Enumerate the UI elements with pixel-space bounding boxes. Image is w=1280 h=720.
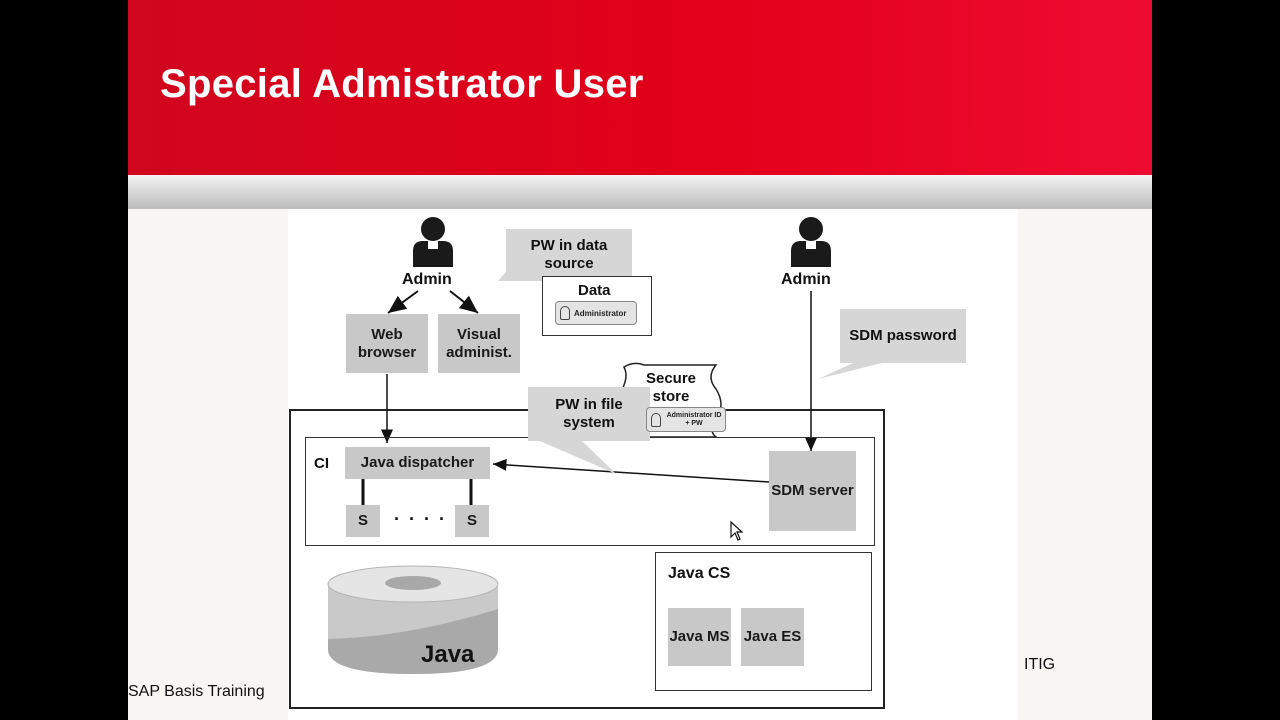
- web-browser-box: Web browser: [346, 314, 428, 373]
- java-ms-box: Java MS: [668, 608, 731, 666]
- footer-left-text: SAP Basis Training: [128, 683, 265, 700]
- mouse-cursor-icon: [730, 520, 744, 541]
- admin-left-label: Admin: [402, 271, 452, 288]
- callout-pw-in-data-source: PW in data source: [506, 229, 632, 281]
- server-ellipsis: · · · ·: [394, 509, 447, 529]
- secure-store-label: Secure store: [645, 370, 697, 405]
- arrow-sdm-to-dispatcher: [492, 458, 770, 483]
- callout-sdm-password: SDM password: [840, 309, 966, 363]
- slide-title: Special Admistrator User: [160, 62, 644, 106]
- arrow-admin-to-web: [387, 290, 419, 314]
- server-box-2: S: [455, 505, 489, 537]
- data-badge-label: Administrator: [574, 308, 627, 318]
- user-icon: [560, 306, 570, 320]
- admin-person-icon-right: [791, 217, 831, 267]
- data-admin-badge: Administrator: [555, 301, 637, 325]
- slide-header: Special Admistrator User: [128, 0, 1152, 175]
- diagram-panel: Admin Admin PW in data source Data Admin…: [288, 209, 1018, 720]
- sdm-server-box: SDM server: [769, 451, 856, 531]
- server-box-1: S: [346, 505, 380, 537]
- header-band: [128, 175, 1152, 209]
- secure-admin-badge: Administrator ID + PW: [646, 407, 726, 432]
- callout-pw-in-file-system: PW in file system: [528, 387, 650, 441]
- ci-label: CI: [314, 455, 329, 472]
- footer-right-text: ITIG: [1024, 656, 1056, 673]
- secure-badge-label: Administrator ID + PW: [666, 411, 722, 427]
- visual-admin-box: Visual administ.: [438, 314, 520, 373]
- admin-right-label: Admin: [781, 271, 831, 288]
- java-cs-label: Java CS: [668, 565, 731, 582]
- user-icon: [651, 412, 661, 427]
- admin-person-icon-left: [413, 217, 453, 267]
- data-box-title: Data: [578, 282, 611, 299]
- data-source-box: Data Administrator: [542, 276, 652, 336]
- java-cs-frame: Java CS: [655, 552, 872, 691]
- java-db-label: Java: [421, 641, 475, 668]
- arrow-admin-to-visual: [449, 290, 479, 314]
- java-dispatcher-box: Java dispatcher: [345, 447, 490, 479]
- callout-tail-sdm-password: [818, 359, 898, 379]
- java-es-box: Java ES: [741, 608, 804, 666]
- java-db-cylinder: [327, 565, 499, 674]
- callout-tail-pw-file: [540, 441, 616, 474]
- slide: Special Admistrator User: [128, 0, 1152, 720]
